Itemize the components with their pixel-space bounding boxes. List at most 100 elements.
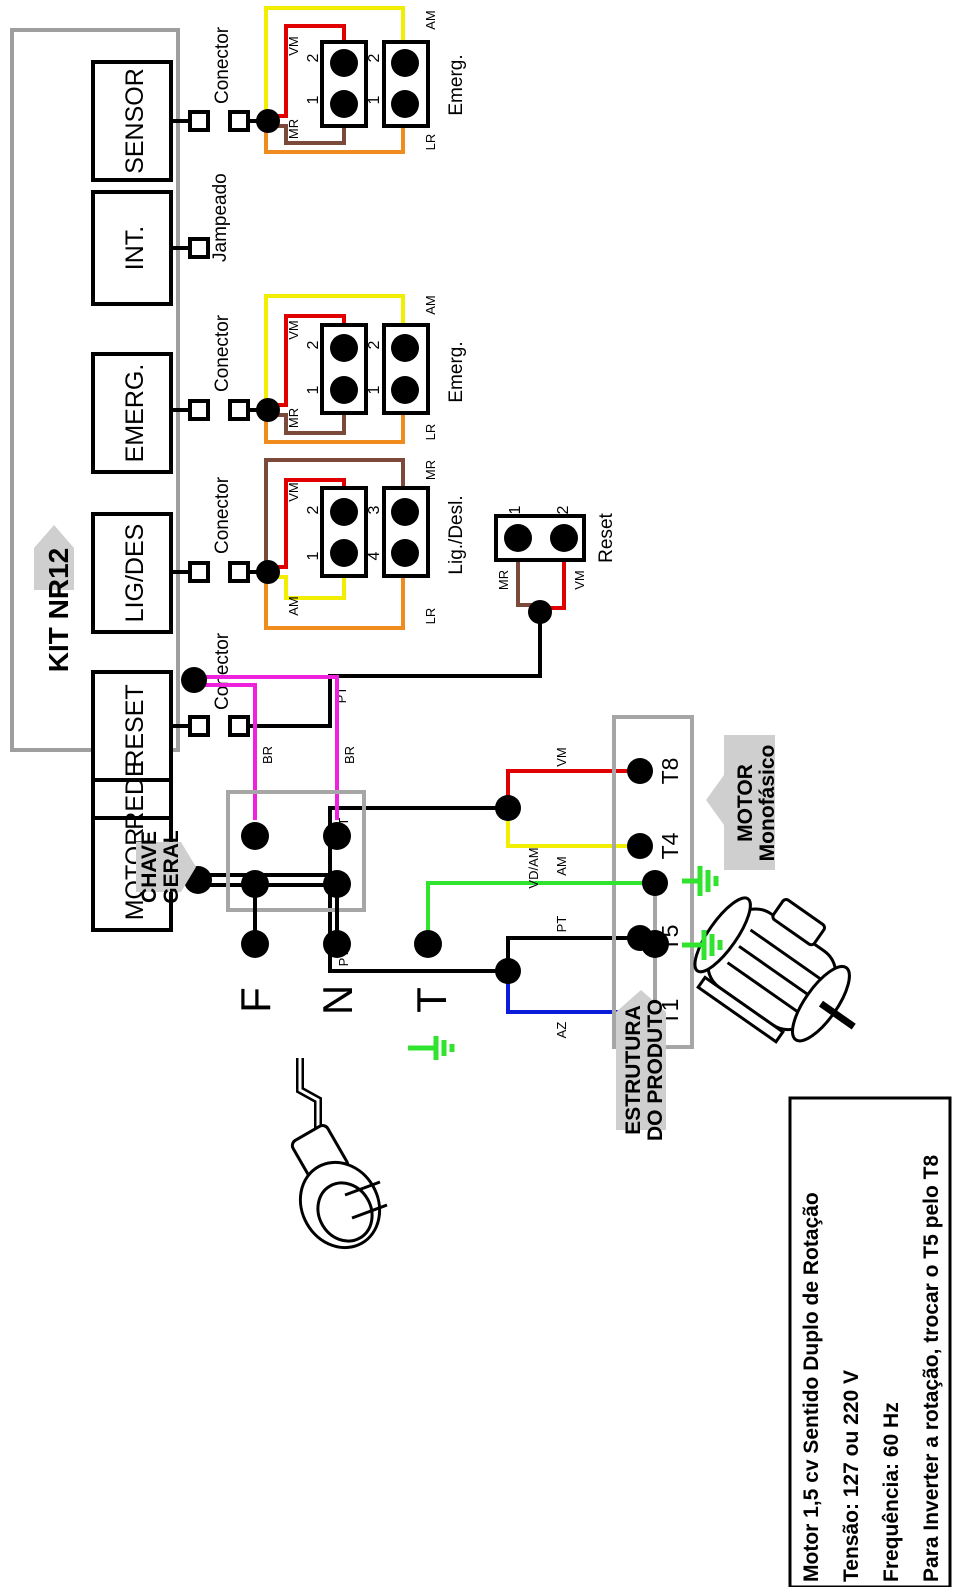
emerg-pin-2b: 2 [366,340,383,349]
wire-rede-upper [192,675,339,820]
note-line-1: Motor 1,5 cv Sentido Duplo de Rotação [800,1192,823,1582]
ground-vdam: VD/AM [526,847,541,888]
motor-tag-line2: Monofásico [756,745,779,862]
wire-motor-red [506,769,640,808]
module-lig-des [91,512,173,634]
ligdes-mr: MR [423,460,438,480]
motor-junction-lower [495,958,521,984]
ligdes-junction [256,560,280,584]
jumper-label: Jampeado [210,173,231,262]
wire-ligdes-brown [264,458,405,572]
wire-ligdes-yellow [272,555,346,600]
ground-icon-t [408,1036,455,1060]
module-label-sensor: SENSOR [121,68,149,174]
ligdes-pin-4: 4 [366,551,383,560]
notes-box [788,1096,952,1589]
motor-pt-t5: PT [554,916,569,933]
emerg-mr: MR [286,408,301,428]
connector-label-sensor: Conector [212,26,233,104]
estrutura-tag [616,990,666,1130]
module-int [91,190,173,306]
wire-emerg-orange [264,392,405,444]
wire-reset-red [546,540,566,610]
emerg-am: AM [423,295,438,315]
ground-junction [642,870,668,896]
motor-junction-upper [495,795,521,821]
ligdes-terminals [330,498,419,567]
estrutura-tag-line1: ESTRUTURA [622,1005,645,1135]
reset-pin-1: 1 [507,505,524,514]
sensor-lr: LR [423,134,438,151]
sensor-vm: VM [286,36,301,56]
emerg-vm: VM [286,320,301,340]
connector-label-emerg: Conector [212,314,233,392]
emerg-pin-2a: 2 [305,340,322,349]
note-line-3: Frequência: 60 Hz [880,1402,903,1582]
sensor-pin-2b: 2 [366,53,383,62]
ground-icon-structure [682,930,723,960]
module-label-rede: REDE [121,760,149,829]
wire-motor-pt-lower [198,883,508,973]
kit-title: KIT NR12 [43,548,74,672]
ligdes-pin-1: 1 [305,551,322,560]
note-line-2: Tensão: 127 ou 220 V [840,1370,863,1582]
reset-junction [528,600,552,624]
supply-label-n: N [314,985,361,1015]
wire-ground-t [426,881,655,942]
motor-illustration [693,896,856,1044]
wire-sensor-red [272,24,346,118]
terminal-t4: T4 [657,832,683,859]
wire-rede-lower [192,683,257,820]
motor-az: AZ [554,1022,569,1039]
plug-icon [290,1058,388,1250]
module-emerg [91,352,173,474]
sensor-pin-1b: 1 [366,95,383,104]
ground-icon-junction [682,866,719,896]
note-line-4: Para Inverter a rotação, trocar o T5 pel… [920,1155,943,1582]
connector-label-reset: Conector [212,632,233,710]
module-label-emerg: EMERG. [121,364,149,463]
supply-t-terminal [414,930,442,958]
sensor-am: AM [423,10,438,30]
ligdes-am: AM [286,596,301,616]
connector-label-lig-des: Conector [212,476,233,554]
module-label-int: INT. [121,226,149,270]
ligdes-lr: LR [423,608,438,625]
estrutura-terminal [641,930,669,958]
module-label-lig-des: LIG/DES [121,524,149,623]
reset-vm: VM [572,570,587,590]
chave-tag [136,842,196,892]
emerg-label: Emerg. [446,341,467,402]
motor-tag [706,735,775,870]
reset-pin-2: 2 [555,505,572,514]
kit-tag [34,525,74,590]
wire-emerg-brown [272,392,346,435]
estrutura-tag-line2: DO PRODUTO [644,999,667,1141]
emerg-junction [256,398,280,422]
module-sensor [91,60,173,182]
chave-tag-line1: CHAVE [138,831,161,903]
rede-br-2: BR [342,746,357,764]
supply-n-terminal [323,930,351,958]
reset-terminals [504,524,578,552]
reset-label: Reset [596,512,617,562]
motor-tag-line1: MOTOR [734,764,757,842]
rede-br-1: BR [260,746,275,764]
reset-mr: MR [496,570,511,590]
ligdesl-label: Lig./Desl. [446,495,467,574]
wire-motor-yellow [506,808,640,848]
rede-junction [181,667,207,693]
emerg-terminals [330,334,419,404]
chave-tag-line2: GERAL [160,830,183,904]
sensor-pin-2a: 2 [305,53,322,62]
notes: Motor 1,5 cv Sentido Duplo de Rotação Te… [800,1155,943,1582]
emerg-pin-1b: 1 [366,385,383,394]
sensor-mr: MR [286,119,301,139]
connector-blocks [171,110,262,737]
wire-motor-blue [506,971,640,1014]
module-label-reset: RESET [121,684,149,767]
wire-motor-pt-t5 [506,936,640,971]
wire-sensor-yellow [264,6,405,121]
motor-am: AM [554,856,569,876]
